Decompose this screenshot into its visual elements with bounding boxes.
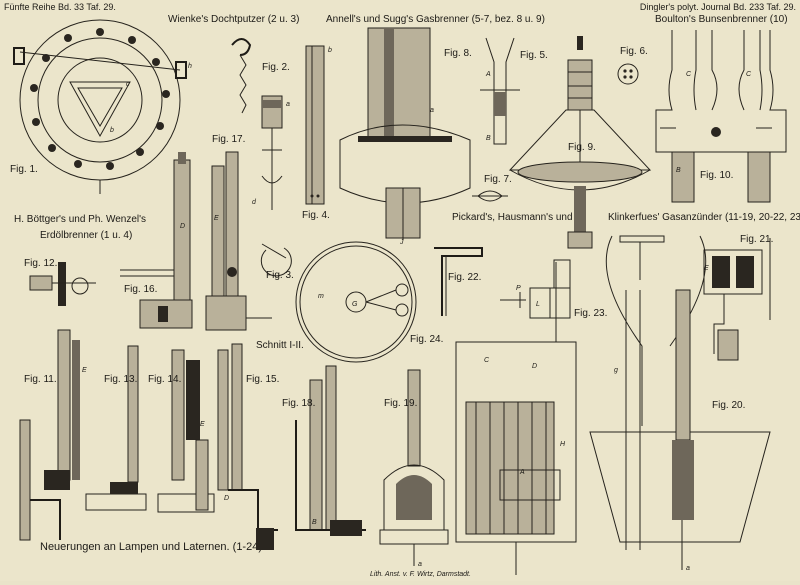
fig9-drawing (508, 36, 652, 249)
fig19-letter-a: a (418, 561, 422, 568)
fig24-label: Fig. 24. (410, 334, 443, 345)
fig13-label: Fig. 13. (104, 374, 137, 385)
fig12-drawing (29, 262, 96, 306)
fig10-drawing (655, 30, 787, 203)
fig23-label: Fig. 23. (574, 308, 607, 319)
fig23-letter-L: L (536, 301, 540, 308)
title-pickard: Pickard's, Hausmann's und (452, 212, 573, 223)
fig13-drawing (85, 345, 147, 511)
fig23-letter-A: A (519, 469, 525, 476)
title-schnitt: Schnitt I-II. (256, 340, 304, 351)
fig16-letter-D: D (180, 223, 185, 230)
fig1-label: Fig. 1. (10, 164, 38, 175)
fig24-drawing (295, 241, 417, 363)
fig14-letter-E: E (200, 421, 205, 428)
fig18-label: Fig. 18. (282, 398, 315, 409)
fig12-label: Fig. 12. (24, 258, 57, 269)
fig10-letter-C-left: C (686, 71, 692, 78)
fig2-letter-d: d (252, 199, 257, 206)
title-klinkerfues: Klinkerfues' Gasanzünder (11-19, 20-22, … (608, 212, 800, 223)
fig9-label: Fig. 9. (568, 142, 596, 153)
fig23-drawing (500, 259, 571, 319)
fig5-letter-A: A (485, 71, 491, 78)
fig23-apparatus-drawing (455, 262, 577, 575)
title-boulton: Boulton's Bunsenbrenner (10) (655, 14, 788, 25)
title-main: Neuerungen an Lampen und Laternen. (1-24… (40, 541, 262, 553)
fig20-letter-g: g (614, 367, 618, 374)
fig14-drawing (157, 349, 215, 513)
title-boettger-1: H. Böttger's und Ph. Wenzel's (14, 214, 146, 225)
fig22-drawing (434, 247, 483, 316)
fig5-letter-B: B (486, 135, 491, 142)
title-boettger-2: Erdölbrenner (1 u. 4) (40, 230, 132, 241)
fig15-drawing (217, 343, 278, 550)
fig16-label: Fig. 16. (124, 284, 157, 295)
fig3-label: Fig. 3. (266, 270, 294, 281)
fig2-letter-a: a (286, 101, 290, 108)
header-left: Fünfte Reihe Bd. 33 Taf. 29. (4, 2, 116, 12)
fig24-letter-m: m (318, 293, 324, 300)
fig5-label: Fig. 5. (520, 50, 548, 61)
fig21-drawing (703, 238, 771, 361)
fig2-label: Fig. 2. (262, 62, 290, 73)
fig16-drawing (120, 152, 193, 329)
fig23-letter-P: P (516, 285, 521, 292)
fig10-letter-B: B (676, 167, 681, 174)
fig11-label: Fig. 11. (24, 374, 57, 385)
fig10-label: Fig. 10. (700, 170, 733, 181)
fig24-letter-G: G (352, 301, 358, 308)
fig22-label: Fig. 22. (448, 272, 481, 283)
fig23-letter-D: D (532, 363, 537, 370)
fig11-drawing (19, 329, 80, 541)
fig21-letter-E: E (704, 265, 709, 272)
fig19-drawing (379, 369, 449, 566)
header-right: Dingler's polyt. Journal Bd. 233 Taf. 29… (640, 2, 796, 12)
fig8-letter-a: a (430, 107, 434, 114)
fig4-letter-b: b (328, 47, 332, 54)
fig21-label: Fig. 21. (740, 234, 773, 245)
fig1-letter-c: c (126, 81, 130, 88)
fig17-letter-E: E (214, 215, 219, 222)
imprint: Lith. Anst. v. F. Wirtz, Darmstadt. (370, 571, 471, 578)
title-wienke: Wienke's Dochtputzer (2 u. 3) (168, 14, 299, 25)
fig20-drawing (589, 235, 771, 570)
fig15-letter-D: D (224, 495, 229, 502)
fig3-drawing (260, 243, 292, 277)
fig14-label: Fig. 14. (148, 374, 181, 385)
fig8-letter-J: J (399, 239, 404, 246)
fig6-drawing (617, 63, 639, 85)
fig23-letter-C: C (484, 357, 490, 364)
fig2-drawing (231, 38, 283, 210)
fig17-label: Fig. 17. (212, 134, 245, 145)
fig18-letter-B: B (312, 519, 317, 526)
fig5-drawing (480, 37, 520, 145)
fig20-letter-a: a (686, 565, 690, 572)
fig20-label: Fig. 20. (712, 400, 745, 411)
fig8-label: Fig. 8. (444, 48, 472, 59)
fig8-drawing (339, 27, 471, 240)
fig15-label: Fig. 15. (246, 374, 279, 385)
fig1-letter-h: h (188, 63, 192, 70)
fig23-letter-H: H (560, 441, 566, 448)
fig7-drawing (472, 190, 508, 202)
fig18-drawing (295, 365, 366, 536)
fig4-label: Fig. 4. (302, 210, 330, 221)
fig10-letter-C-right: C (746, 71, 752, 78)
fig11-letter-E: E (82, 367, 87, 374)
fig1-drawing (13, 19, 187, 194)
fig1-letter-b: b (110, 127, 114, 134)
fig6-label: Fig. 6. (620, 46, 648, 57)
fig4-drawing (305, 45, 325, 205)
fig19-label: Fig. 19. (384, 398, 417, 409)
fig7-label: Fig. 7. (484, 174, 512, 185)
fig17-drawing (205, 151, 272, 331)
title-annell: Annell's und Sugg's Gasbrenner (5-7, bez… (326, 14, 545, 25)
